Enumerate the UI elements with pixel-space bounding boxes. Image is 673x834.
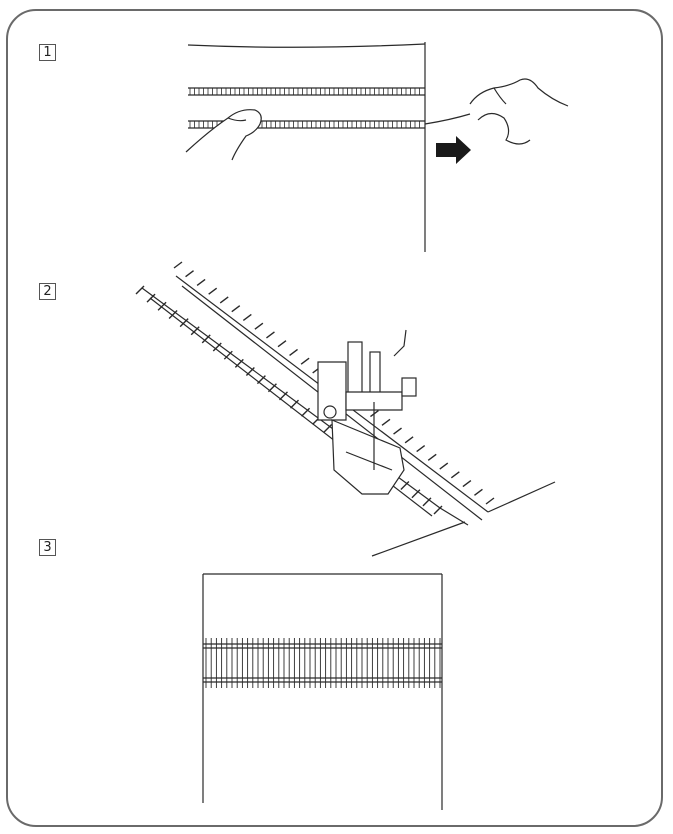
presser-foot-icon	[317, 329, 417, 495]
hand-icon	[469, 78, 569, 145]
arrow-right-icon	[436, 136, 471, 164]
step-2-illustration	[135, 261, 556, 557]
step-number-2: 2	[39, 283, 56, 300]
step-1-illustration	[185, 42, 569, 252]
step-number-1: 1	[39, 44, 56, 61]
stitch-row-upper	[188, 87, 425, 96]
illustration-frame	[6, 9, 663, 827]
hand-icon	[185, 109, 262, 161]
step-3-illustration	[202, 573, 443, 810]
step-number-3: 3	[39, 539, 56, 556]
